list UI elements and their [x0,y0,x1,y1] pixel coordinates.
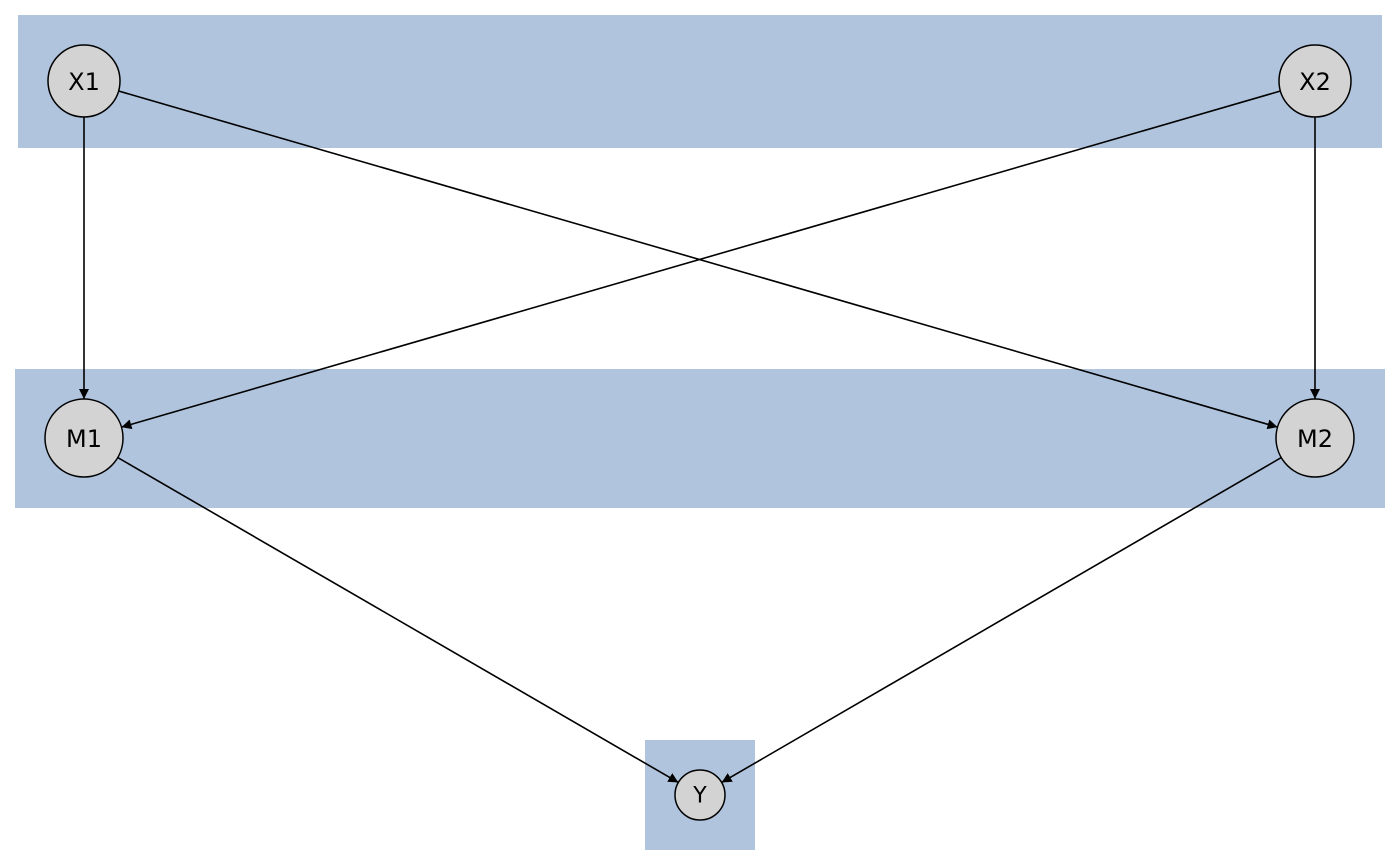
node-m1[interactable]: M1 [44,398,124,478]
node-m2[interactable]: M2 [1275,398,1355,478]
node-x1[interactable]: X1 [47,44,121,118]
node-x2[interactable]: X2 [1278,44,1352,118]
group-mediators [15,369,1385,508]
edge-x1-to-m2 [118,90,1278,430]
edge-m2-to-y [721,456,1282,784]
edge-m1-to-y [117,456,679,784]
group-inputs [18,15,1382,148]
node-label: M2 [1297,425,1333,453]
edge-x2-to-m1 [121,90,1281,430]
node-label: M1 [66,425,102,453]
node-label: Y [692,784,707,809]
node-y[interactable]: Y [674,769,726,821]
node-label: X1 [68,68,100,96]
node-label: X2 [1299,68,1331,96]
